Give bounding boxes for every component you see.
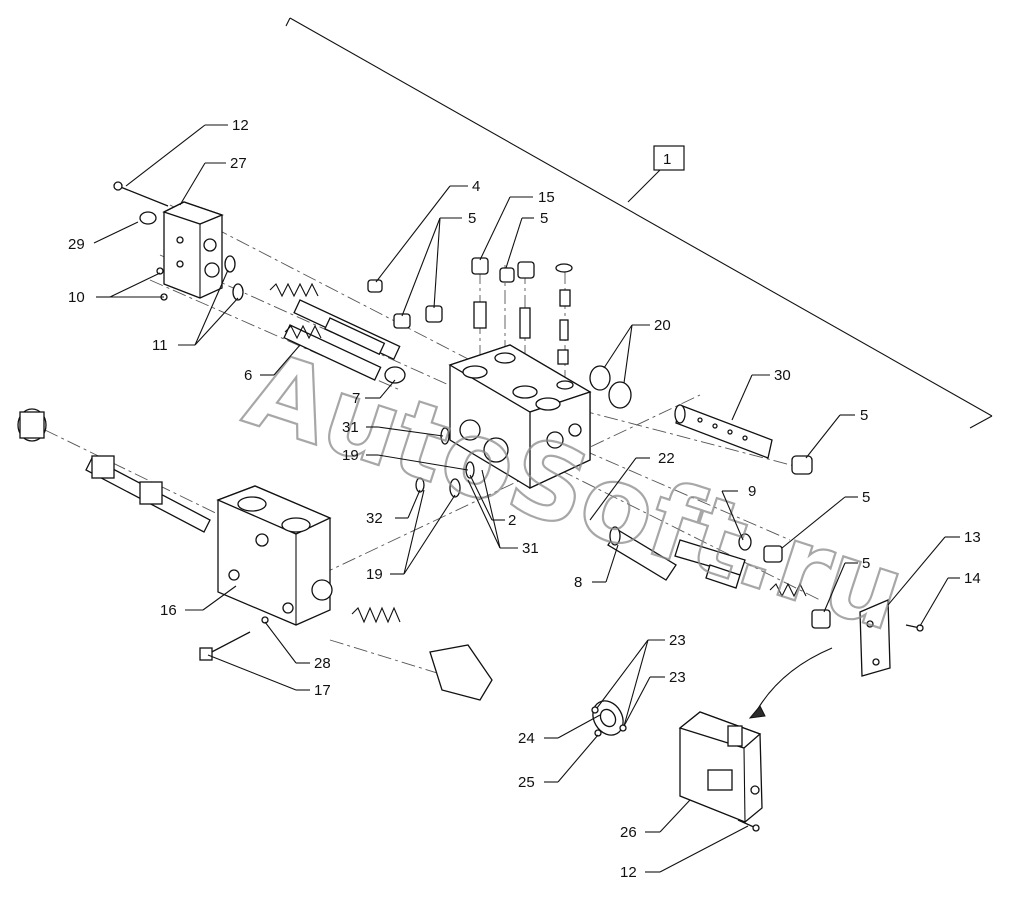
inlet-block (216, 485, 333, 626)
callout-20: 20 (654, 317, 671, 334)
end-cap (162, 201, 224, 299)
actuator-26 (678, 711, 763, 823)
callout-19-lower: 19 (366, 566, 383, 583)
assembly-ref-label: 1 (663, 151, 671, 168)
callout-29: 29 (68, 236, 85, 253)
callout-25: 25 (518, 774, 535, 791)
cover-13 (859, 599, 891, 677)
plug-4 (367, 279, 383, 293)
plug-5b (791, 455, 813, 475)
plugs-20 (589, 365, 632, 409)
callout-11: 11 (152, 337, 168, 354)
callout-26: 26 (620, 824, 637, 841)
callout-4: 4 (472, 178, 480, 195)
plug-5d (811, 609, 831, 629)
callout-labels: 12 27 29 10 11 4 5 15 5 20 6 7 31 19 30 … (68, 117, 981, 881)
callout-13: 13 (964, 529, 981, 546)
callout-9: 9 (748, 483, 756, 500)
check-valves-15 (471, 257, 573, 365)
assembly-bracket: 1 (285, 17, 993, 429)
direction-arrow (748, 647, 833, 719)
callout-5-right-1: 5 (860, 407, 868, 424)
pins-10 (156, 267, 168, 301)
callout-24: 24 (518, 730, 535, 747)
fitting-lower (429, 644, 493, 701)
callout-14: 14 (964, 570, 981, 587)
spring-lower (351, 606, 401, 624)
gasket-24 (592, 700, 624, 736)
screw-14 (905, 624, 924, 632)
callout-6: 6 (244, 367, 252, 384)
callout-12-bottom: 12 (620, 864, 637, 881)
watermark: AutoSoft.ru (232, 328, 918, 655)
callout-28: 28 (314, 655, 331, 672)
plug-29 (139, 211, 157, 225)
callout-22: 22 (658, 450, 675, 467)
callout-31-upper: 31 (342, 419, 359, 436)
orings-11 (224, 255, 244, 301)
valve-body (448, 344, 592, 490)
callout-23-upper: 23 (669, 632, 686, 649)
callout-5-right-2: 5 (862, 489, 870, 506)
callout-32: 32 (366, 510, 383, 527)
spool-8 (607, 526, 677, 581)
bolt-top-left (113, 181, 169, 207)
callout-16: 16 (160, 602, 177, 619)
callout-5-top-left: 5 (468, 210, 476, 227)
callout-17: 17 (314, 682, 331, 699)
assembly-ref-box (653, 145, 685, 171)
callout-2: 2 (508, 512, 516, 529)
callout-30: 30 (774, 367, 791, 384)
bolt-12-lower (737, 819, 760, 832)
left-spool (85, 455, 211, 533)
callout-31-lower: 31 (522, 540, 539, 557)
callout-19-upper: 19 (342, 447, 359, 464)
spool-lower (283, 324, 406, 384)
bolt-17 (199, 631, 251, 661)
spool-upper (269, 282, 401, 361)
callout-10: 10 (68, 289, 85, 306)
spring-right (769, 582, 807, 598)
callout-leaders (93, 124, 960, 873)
callout-23-lower: 23 (669, 669, 686, 686)
left-plug (17, 408, 47, 442)
plug-5c (763, 545, 783, 563)
orings-23-25 (591, 706, 627, 737)
callout-12-top: 12 (232, 117, 249, 134)
plug-5a (393, 305, 443, 329)
callout-5-right-3: 5 (862, 555, 870, 572)
callout-5-top: 5 (540, 210, 548, 227)
washer-28 (261, 616, 269, 624)
callout-7: 7 (352, 390, 360, 407)
callout-15: 15 (538, 189, 555, 206)
seals (415, 427, 475, 498)
sleeve-30 (674, 404, 773, 459)
callout-27: 27 (230, 155, 247, 172)
callout-8: 8 (574, 574, 582, 591)
